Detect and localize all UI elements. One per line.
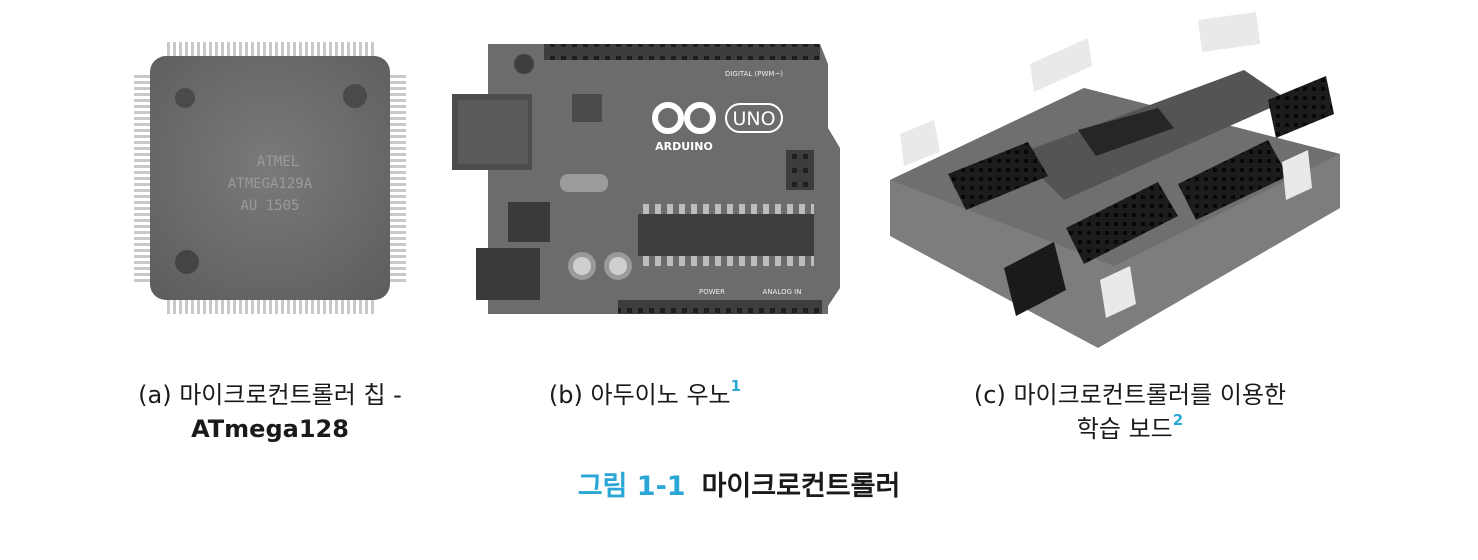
chip-marking-part: ATMEGA129A <box>228 176 313 192</box>
caption-panel-a-line1: (a) 마이크로컨트롤러 칩 - <box>138 381 402 409</box>
figure-number: 그림 1-1 <box>577 471 686 502</box>
footnote-ref-2: 2 <box>1172 411 1184 429</box>
panel-arduino-uno: ARDUINO UNO DIGITAL (PWM~) POWER ANALOG … <box>448 38 846 320</box>
uno-logo-text: UNO <box>732 108 775 130</box>
panel-learning-board <box>878 4 1346 356</box>
digital-header-label: DIGITAL (PWM~) <box>725 70 783 78</box>
caption-panel-b: (b) 아두이노 우노1 <box>470 378 820 412</box>
figure-caption-text: 마이크로컨트롤러 <box>701 471 901 502</box>
caption-panel-a: (a) 마이크로컨트롤러 칩 - ATmega128 <box>80 378 460 446</box>
figure-title: 그림 1-1 마이크로컨트롤러 <box>0 464 1478 503</box>
arduino-uno-image: ARDUINO UNO DIGITAL (PWM~) POWER ANALOG … <box>452 44 840 314</box>
panel-atmega-chip: ATMEL ATMEGA129A AU 1505 <box>130 38 410 318</box>
arduino-logo-text: ARDUINO <box>655 140 713 153</box>
caption-panel-c-line1: (c) 마이크로컨트롤러를 이용한 <box>973 381 1287 409</box>
power-header-label: POWER <box>699 288 725 296</box>
chip-marking-lot: AU 1505 <box>240 198 299 214</box>
analog-header-label: ANALOG IN <box>763 288 802 296</box>
learning-board-image <box>890 12 1340 348</box>
caption-panel-c: (c) 마이크로컨트롤러를 이용한 학습 보드2 <box>900 378 1360 446</box>
footnote-ref-1: 1 <box>730 377 742 395</box>
chip-marking-atmel: ATMEL <box>257 154 299 170</box>
atmega128-chip-image: ATMEL ATMEGA129A AU 1505 <box>134 42 406 314</box>
caption-panel-c-line2: 학습 보드 <box>1076 415 1173 443</box>
caption-panel-b-line1: (b) 아두이노 우노 <box>548 381 731 409</box>
caption-panel-a-line2: ATmega128 <box>191 415 349 443</box>
